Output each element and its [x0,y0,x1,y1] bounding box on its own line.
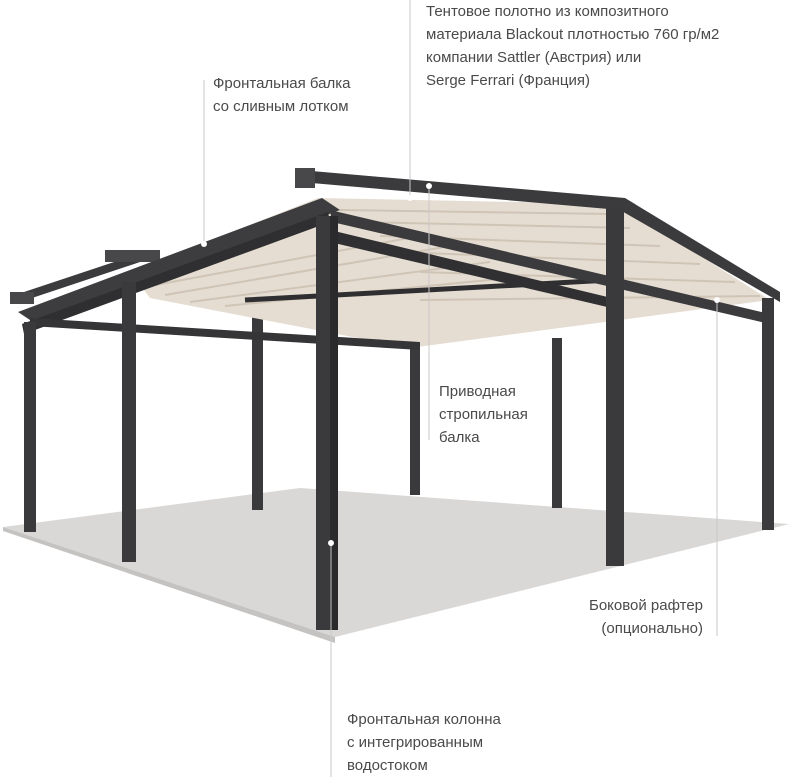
leader-lines [203,0,718,777]
rear-beam [300,170,780,302]
front-column-left [24,322,36,532]
floor-slab-edge [3,527,335,643]
front-column-label: Фронтальная колонна с интегрированным во… [347,711,501,774]
rear-column [410,345,420,495]
front-beam-label: Фронтальная балка со сливным лотком [213,75,351,115]
front-column [122,282,136,562]
fabric-label: Тентовое полотно из композитного материа… [426,3,720,89]
front-beam-lower [22,212,330,334]
corner-column [762,298,774,530]
back-beam-left [12,250,152,304]
rear-column [252,300,263,510]
side-beam-right [330,210,770,324]
rear-beam-cap [295,168,315,188]
front-beam [18,198,340,324]
side-beam-front [330,230,620,310]
front-column-center-shade [330,216,338,630]
leader-dots [201,183,720,546]
beam-top-left [105,250,160,262]
back-beam-left-cap [10,292,34,304]
front-column-right [606,208,624,566]
drive-rafter-label: Приводная стропильная балка [439,383,528,446]
floor-slab [3,488,789,637]
rear-column [552,338,562,508]
side-rafter-label: Боковой рафтер (опционально) [588,597,703,637]
